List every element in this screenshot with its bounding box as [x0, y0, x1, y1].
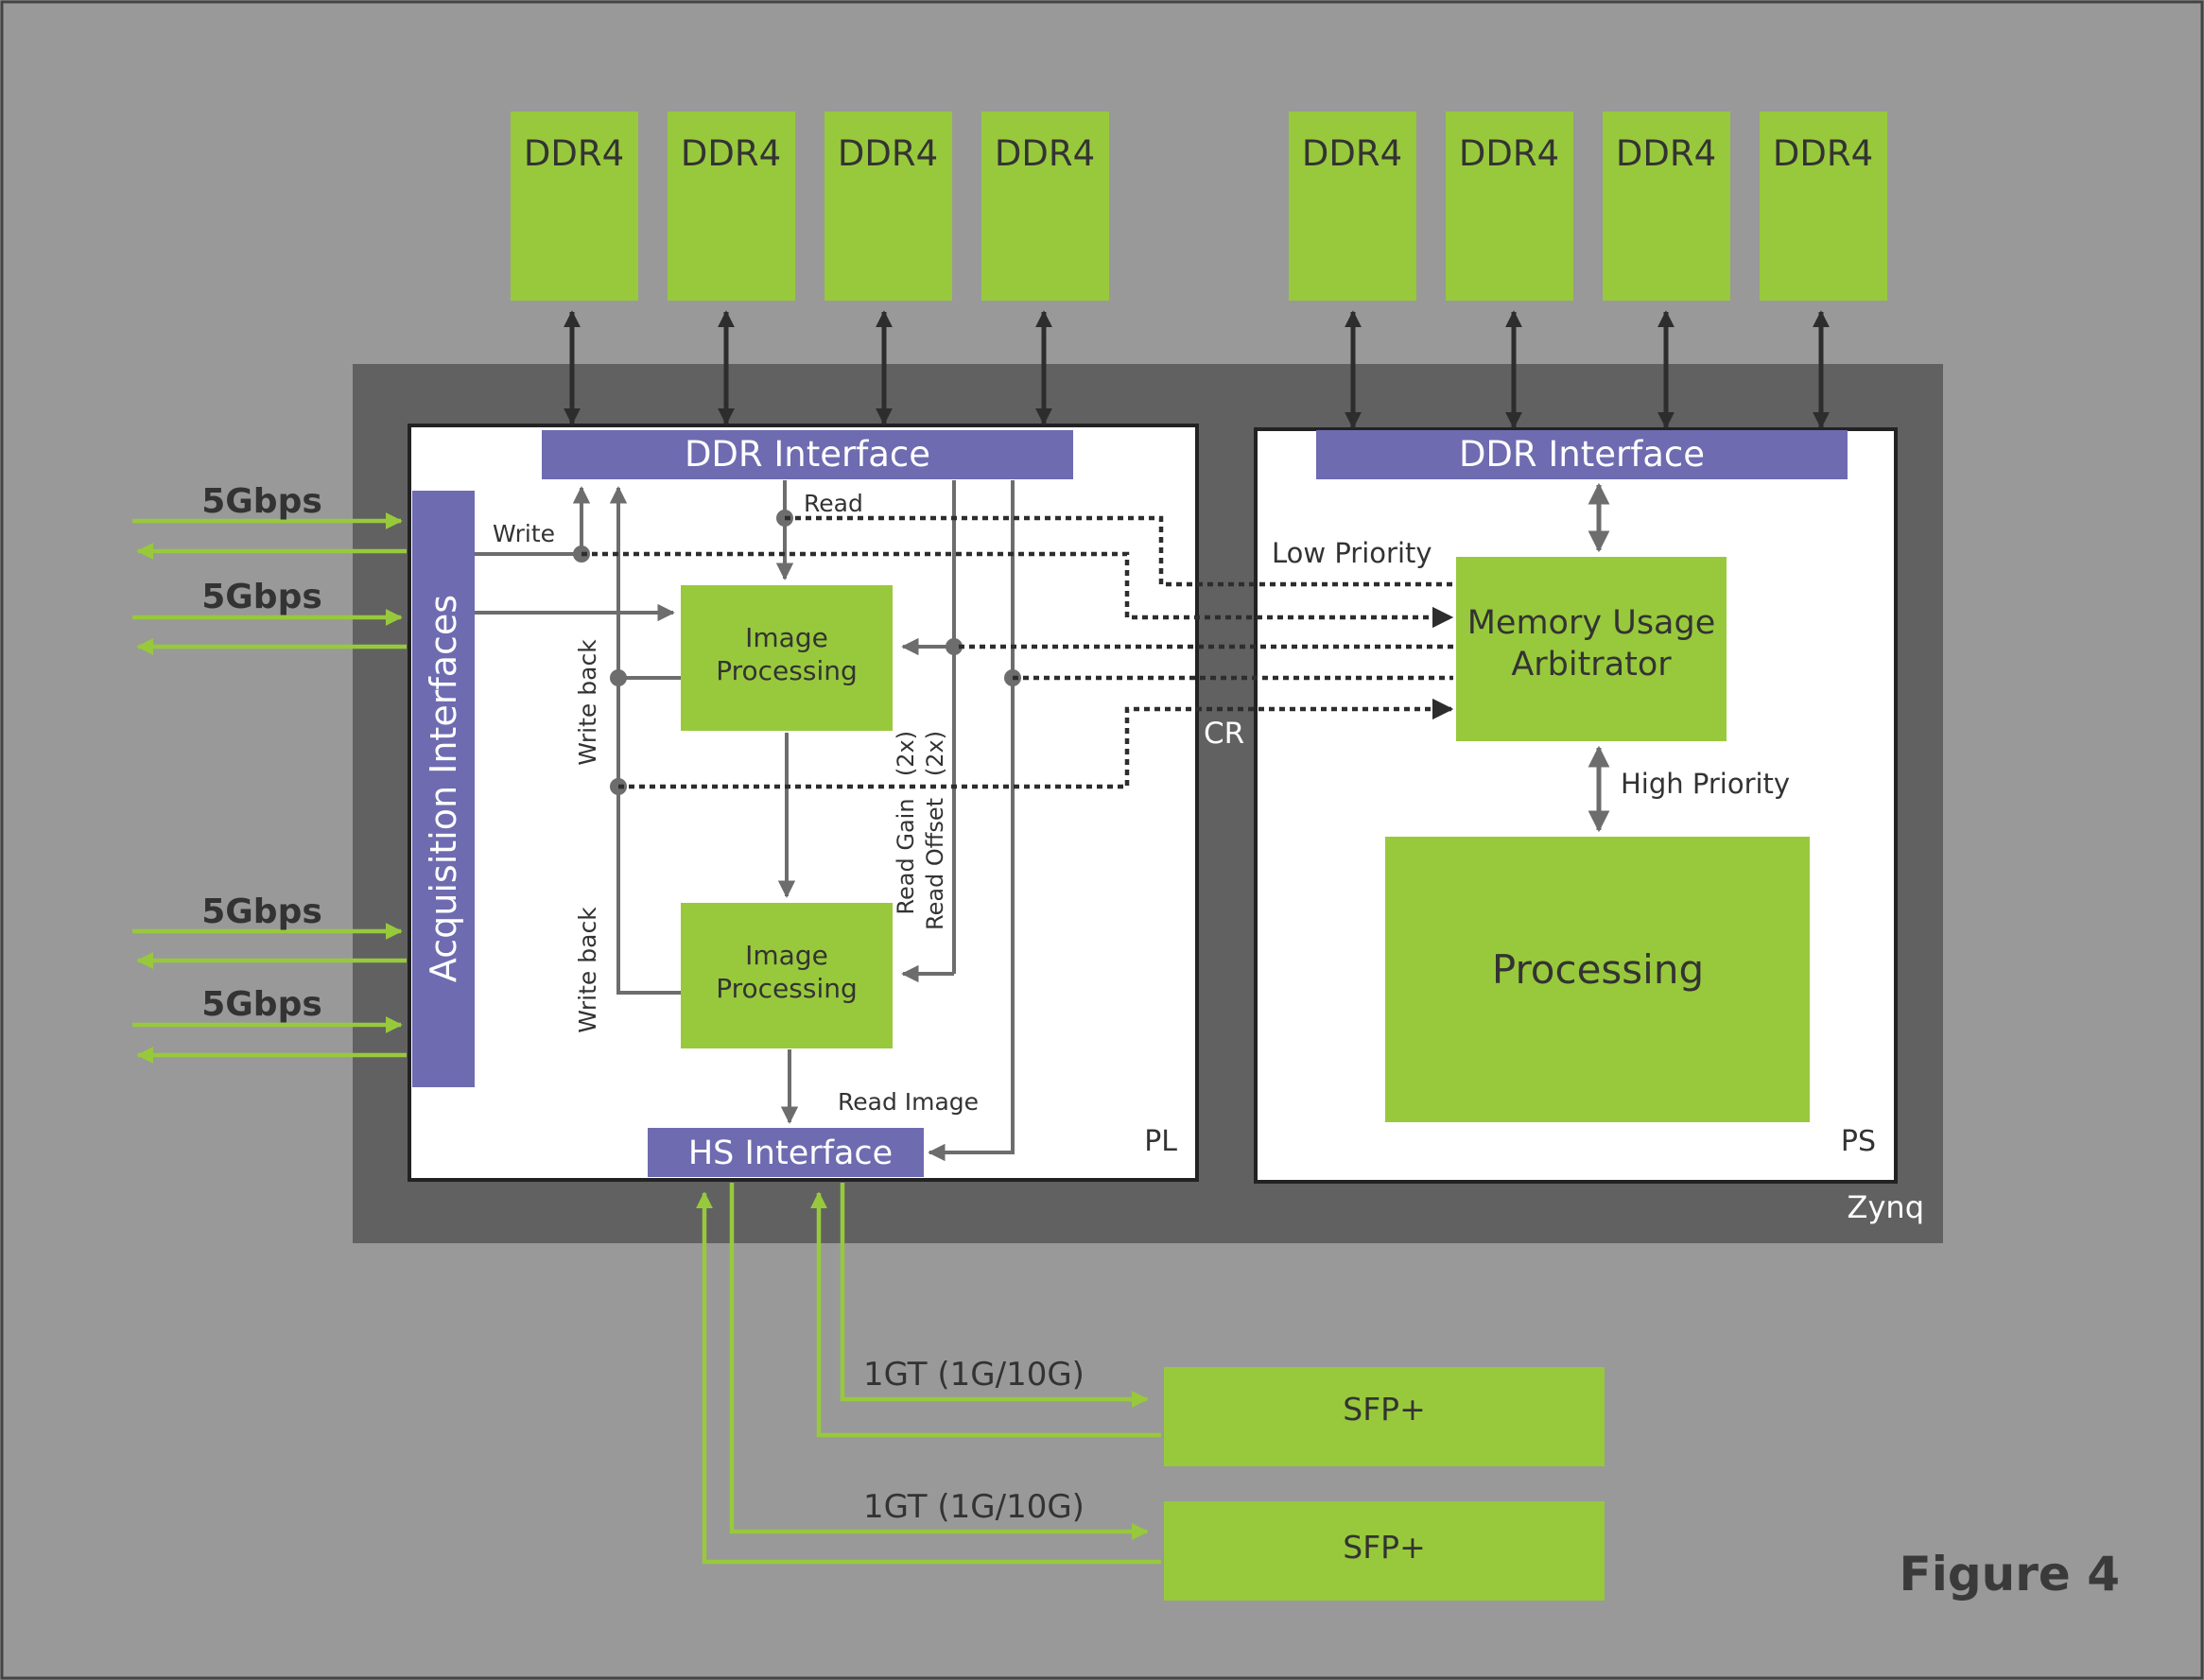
cr-label: CR: [1204, 717, 1244, 751]
link-speed-label-1: 5Gbps: [201, 482, 322, 521]
ddr4-module-4: [981, 112, 1109, 301]
write-back-label-2: Write back: [574, 907, 601, 1033]
cr-dotted-paths: [581, 515, 1454, 789]
image-processing-2-line-1: Image: [745, 940, 828, 971]
link-speed-label-3: 5Gbps: [201, 892, 322, 931]
hs-interface-label: HS Interface: [688, 1134, 893, 1172]
image-processing-2-line-2: Processing: [716, 973, 858, 1004]
ddr4-label-5: DDR4: [1302, 133, 1402, 174]
read-label: Read: [804, 490, 863, 517]
pl-label: PL: [1144, 1125, 1177, 1158]
ddr4-module-5: [1289, 112, 1416, 301]
ps-ddr-interface-label: DDR Interface: [1459, 434, 1705, 475]
pl-ddr-interface-label: DDR Interface: [685, 434, 930, 475]
ddr4-label-2: DDR4: [681, 133, 781, 174]
sfp-module-2: [1164, 1501, 1605, 1601]
ddr4-module-6: [1446, 112, 1573, 301]
ddr4-label-8: DDR4: [1773, 133, 1873, 174]
read-offset-mult-label: (2x): [922, 731, 948, 776]
read-image-label: Read Image: [838, 1088, 979, 1116]
sfp-link-label-2: 1GT (1G/10G): [863, 1488, 1085, 1526]
ps-ddr-interface: [1316, 430, 1848, 479]
pl-panel: [408, 424, 1199, 1182]
acquisition-interfaces-label: Acquisition Interfaces: [423, 595, 464, 982]
arbitrator-line-2: Arbitrator: [1511, 646, 1672, 684]
image-processing-1-line-2: Processing: [716, 655, 858, 686]
image-processing-1-line-1: Image: [745, 622, 828, 653]
processing-block: [1385, 837, 1810, 1122]
ps-label: PS: [1841, 1125, 1876, 1158]
sfp-label-2: SFP+: [1343, 1529, 1425, 1566]
link-speed-label-4: 5Gbps: [201, 985, 322, 1024]
ddr4-module-3: [824, 112, 952, 301]
sfp-links: [696, 1183, 1161, 1565]
write-back-label-1: Write back: [574, 639, 601, 766]
image-processing-1: [681, 585, 893, 731]
zynq-label: Zynq: [1848, 1189, 1924, 1225]
read-offset-label: Read Offset: [922, 798, 948, 930]
ddr4-module-1: [511, 112, 638, 301]
figure-label: Figure 4: [1900, 1547, 2120, 1602]
ddr4-label-3: DDR4: [838, 133, 938, 174]
ddr4-module-8: [1760, 112, 1887, 301]
ddr4-label-7: DDR4: [1616, 133, 1716, 174]
arbitrator-line-1: Memory Usage: [1467, 604, 1716, 642]
ddr4-label-4: DDR4: [995, 133, 1095, 174]
link-speed-label-2: 5Gbps: [201, 578, 322, 616]
ddr4-left-group: DDR4 DDR4 DDR4 DDR4: [511, 112, 1109, 301]
pl-ddr-interface: [542, 430, 1073, 479]
ddr4-module-2: [668, 112, 795, 301]
sfp-link-label-1: 1GT (1G/10G): [863, 1356, 1085, 1394]
read-gain-mult-label: (2x): [893, 731, 919, 776]
sfp-module-1: [1164, 1367, 1605, 1466]
high-priority-label: High Priority: [1621, 768, 1790, 800]
ddr4-right-group: DDR4 DDR4 DDR4 DDR4: [1289, 112, 1887, 301]
hs-interface: [648, 1128, 924, 1177]
image-processing-2: [681, 903, 893, 1048]
ddr4-label-6: DDR4: [1459, 133, 1559, 174]
memory-usage-arbitrator: [1456, 557, 1727, 741]
ddr4-label-1: DDR4: [524, 133, 624, 174]
read-gain-label: Read Gain: [893, 798, 919, 914]
low-priority-label: Low Priority: [1272, 537, 1432, 569]
sfp-label-1: SFP+: [1343, 1391, 1425, 1428]
ddr4-module-7: [1603, 112, 1730, 301]
ddr-bus-arrows: [564, 310, 1830, 429]
processing-label: Processing: [1492, 946, 1704, 993]
acquisition-links: [132, 512, 407, 1064]
write-label: Write: [493, 520, 555, 547]
acquisition-interfaces: [412, 491, 475, 1087]
